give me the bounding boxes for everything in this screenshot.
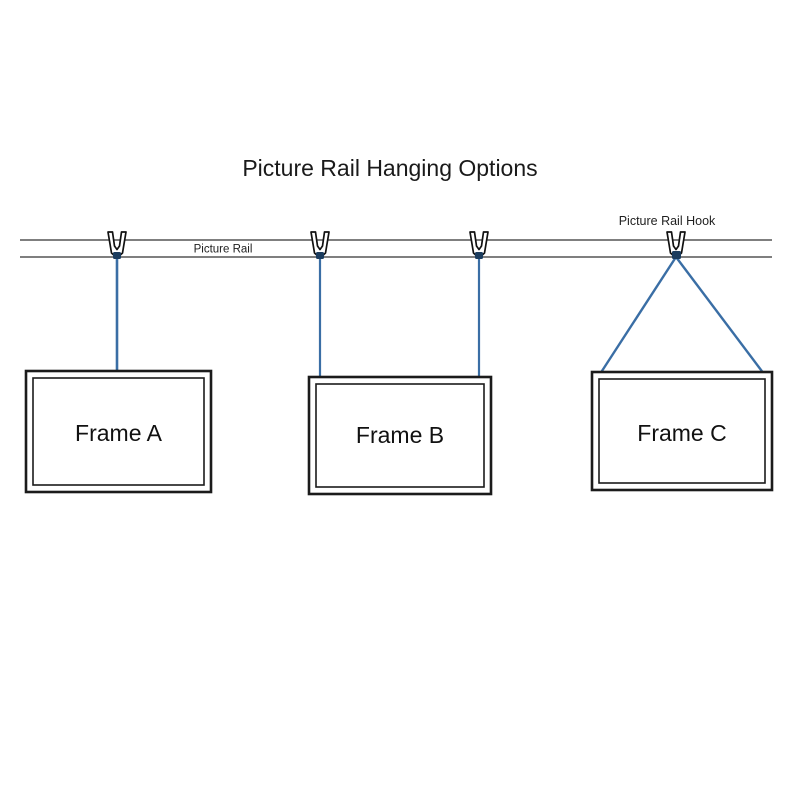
wire-group-frame-c bbox=[598, 256, 765, 375]
hook-frame-c-neck bbox=[672, 251, 681, 259]
frame-a[interactable]: Frame A bbox=[24, 369, 213, 494]
frame-a-label: Frame A bbox=[75, 420, 163, 446]
wire-group-frame-b bbox=[318, 256, 481, 379]
frame-c-label: Frame C bbox=[637, 420, 726, 446]
frame-c[interactable]: Frame C bbox=[590, 370, 774, 492]
wire-frame-c-right bbox=[675, 256, 765, 375]
page-title: Picture Rail Hanging Options bbox=[242, 155, 537, 181]
hook-frame-c[interactable] bbox=[666, 231, 686, 259]
picture-rail-label: Picture Rail bbox=[194, 244, 253, 256]
hook-frame-a-neck bbox=[113, 252, 121, 259]
picture-rail-label-group: Picture Rail bbox=[176, 241, 270, 256]
hook-frame-b-right-neck bbox=[475, 252, 483, 259]
picture-rail-hook-label: Picture Rail Hook bbox=[619, 214, 716, 228]
frame-b-inner-border bbox=[315, 383, 485, 488]
wire-frame-c-left bbox=[598, 256, 678, 375]
frame-b[interactable]: Frame B bbox=[307, 375, 493, 496]
hook-frame-b-left[interactable] bbox=[310, 231, 330, 259]
rail-label-backdrop bbox=[176, 241, 270, 256]
hook-frame-b-left-neck bbox=[316, 252, 324, 259]
frame-c-inner-border bbox=[598, 378, 766, 484]
frame-a-inner-border bbox=[32, 377, 205, 486]
hook-frame-b-right[interactable] bbox=[469, 231, 489, 259]
picture-rail bbox=[20, 239, 772, 258]
hook-frame-a[interactable] bbox=[107, 231, 127, 259]
frame-b-label: Frame B bbox=[356, 422, 444, 448]
